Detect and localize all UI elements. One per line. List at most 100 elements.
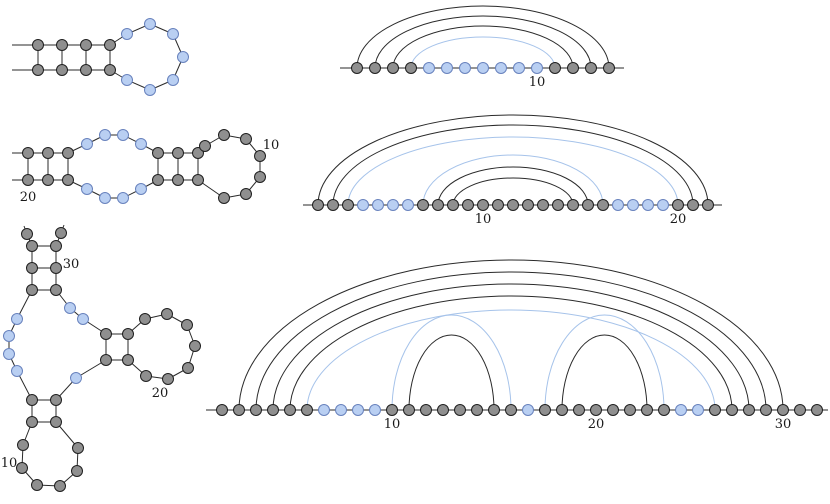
stem-base-node: [162, 373, 174, 385]
stem-base-node: [104, 39, 116, 51]
stem-base-node: [603, 62, 615, 74]
stem-base-node: [585, 62, 597, 74]
stem-base-node: [56, 64, 68, 76]
stem-base-node: [417, 199, 429, 211]
loop-base-node: [522, 404, 534, 416]
stem-base-node: [387, 62, 399, 74]
loop-base-node: [513, 62, 525, 74]
loop-base-node: [357, 199, 369, 211]
base-pair-arc-blue: [306, 309, 716, 411]
stem-base-node: [80, 39, 92, 51]
loop-base-node: [441, 62, 453, 74]
loop-base-node: [495, 62, 507, 74]
loop-base-node: [144, 18, 156, 30]
stem-base-node: [152, 147, 164, 159]
base-pair-arc: [272, 283, 750, 411]
stem-base-node: [172, 174, 184, 186]
stem-base-node: [62, 147, 74, 159]
stem-base-node: [240, 188, 252, 200]
stem-base-node: [54, 480, 66, 492]
base-pair-arc: [561, 334, 648, 411]
stem-base-node: [522, 199, 534, 211]
stem-base-node: [702, 199, 714, 211]
base-pair-arc-blue: [544, 314, 665, 411]
stem-base-node: [172, 147, 184, 159]
stem-base-node: [267, 404, 279, 416]
stem-base-node: [50, 416, 62, 428]
stem-base-node: [726, 404, 738, 416]
position-label: 20: [588, 417, 605, 432]
stem-base-node: [17, 439, 29, 451]
base-pair-arc: [356, 5, 610, 69]
stem-base-node: [760, 404, 772, 416]
stem-base-node: [26, 284, 38, 296]
stem-base-node: [539, 404, 551, 416]
loop-base-node: [459, 62, 471, 74]
loop-base-node: [81, 183, 93, 195]
loop-base-node: [612, 199, 624, 211]
structure-hairpin: [12, 18, 189, 96]
loop-base-node: [11, 365, 23, 377]
base-pair-arc-blue: [391, 314, 512, 411]
stem-base-node: [582, 199, 594, 211]
stem-base-node: [624, 404, 636, 416]
loop-base-node: [11, 313, 23, 325]
loop-base-node: [477, 62, 489, 74]
base-pair-arc: [392, 25, 574, 69]
loop-base-node: [135, 138, 147, 150]
loop-base-node: [117, 192, 129, 204]
stem-base-node: [80, 64, 92, 76]
stem-base-node: [139, 313, 151, 325]
stem-base-node: [794, 404, 806, 416]
loop-base-node: [121, 28, 133, 40]
stem-base-node: [50, 284, 62, 296]
position-label: 20: [152, 386, 169, 401]
base-pair-arc: [317, 114, 709, 206]
loop-base-node: [64, 302, 76, 314]
stem-base-node: [192, 147, 204, 159]
stem-base-node: [386, 404, 398, 416]
loop-base-node: [372, 199, 384, 211]
stem-base-node: [471, 404, 483, 416]
stem-base-node: [549, 62, 561, 74]
base-pair-arc: [452, 177, 574, 206]
stem-base-node: [218, 192, 230, 204]
loop-base-node: [692, 404, 704, 416]
stem-base-node: [50, 240, 62, 252]
position-label: 10: [1, 456, 18, 471]
stem-base-node: [22, 174, 34, 186]
stem-base-node: [432, 199, 444, 211]
stem-base-node: [505, 404, 517, 416]
stem-base-node: [100, 328, 112, 340]
stem-base-node: [492, 199, 504, 211]
stem-base-node: [182, 362, 194, 374]
loop-base-node: [99, 192, 111, 204]
stem-base-node: [743, 404, 755, 416]
stem-base-node: [216, 404, 228, 416]
stem-base-node: [403, 404, 415, 416]
stem-base-node: [777, 404, 789, 416]
loop-base-node: [627, 199, 639, 211]
stem-base-node: [218, 129, 230, 141]
base-pair-arc: [332, 124, 694, 206]
stem-base-node: [537, 199, 549, 211]
stem-base-node: [507, 199, 519, 211]
position-label: 30: [775, 417, 792, 432]
stem-base-node: [567, 62, 579, 74]
stem-base-node: [447, 199, 459, 211]
loop-base-node: [3, 330, 15, 342]
stem-base-node: [811, 404, 823, 416]
stem-base-node: [351, 62, 363, 74]
stem-base-node: [32, 39, 44, 51]
loop-base-node: [167, 28, 179, 40]
loop-base-node: [402, 199, 414, 211]
loop-base-node: [117, 129, 129, 141]
stem-base-node: [71, 465, 83, 477]
stem-base-node: [488, 404, 500, 416]
stem-base-node: [590, 404, 602, 416]
loop-base-node: [531, 62, 543, 74]
loop-base-node: [657, 199, 669, 211]
